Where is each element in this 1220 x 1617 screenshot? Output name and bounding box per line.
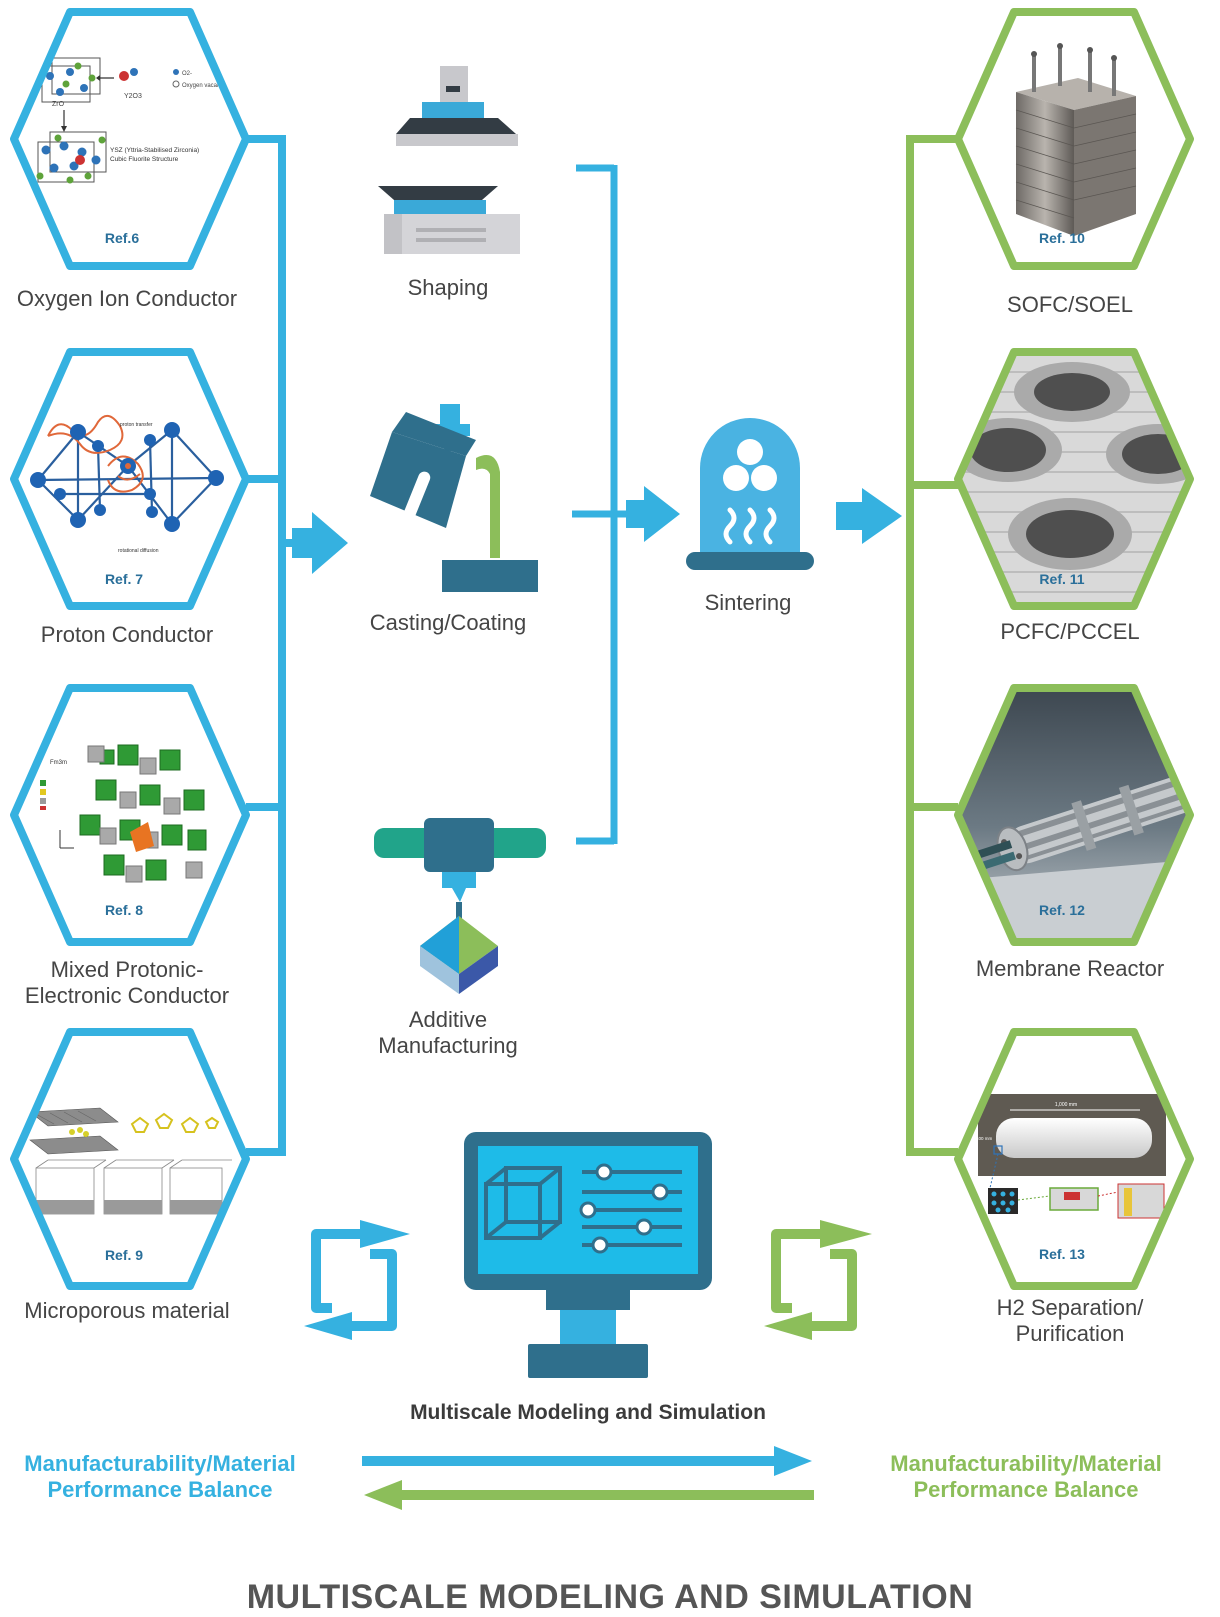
ref-badge: Ref. 10	[1039, 230, 1085, 246]
application-label-membrane-reactor: Membrane Reactor	[975, 956, 1165, 981]
fm3m-label: Fm3m	[50, 760, 67, 766]
left-to-process-arrow	[292, 512, 348, 574]
process-label-additive: Additive Manufacturing	[378, 1007, 518, 1058]
backward-balance-arrow	[364, 1480, 814, 1510]
forward-balance-arrow	[362, 1446, 812, 1476]
material-label-mixed: Mixed Protonic- Electronic Conductor	[24, 957, 230, 1008]
o2-legend: O2-	[182, 71, 192, 77]
material-label-proton: Proton Conductor	[40, 622, 214, 647]
material-label-oxygen-ion: Oxygen Ion Conductor	[16, 286, 238, 311]
sintering-label: Sintering	[704, 590, 792, 615]
wireframe-cube-icon	[484, 1166, 562, 1240]
sintering-furnace-icon	[686, 418, 814, 570]
hex-oxygen-ion-conductor: ZrO Y2O3 O2- Oxygen vacancy YSZ (Yttria-…	[10, 8, 250, 270]
cycle-arrows-blue-icon	[311, 1229, 397, 1331]
ref-badge: Ref. 11	[1039, 571, 1084, 587]
tube-diameter-label: 100 mm	[976, 1136, 993, 1141]
ref-badge: Ref. 7	[105, 571, 143, 587]
tube-length-label: 1,000 mm	[1055, 1102, 1077, 1108]
ref-badge: Ref.6	[105, 230, 139, 246]
process-label-shaping: Shaping	[407, 275, 489, 300]
hex-microporous-material: Ref. 9	[10, 1028, 250, 1290]
cycle-arrows-green-icon	[771, 1229, 857, 1331]
ysz-title: YSZ (Yttria-Stabilised Zirconia)	[110, 147, 199, 154]
ysz-subtitle: Cubic Fluorite Structure	[110, 156, 179, 163]
ref-badge: Ref. 12	[1039, 902, 1085, 918]
sintering-to-application-arrow	[836, 488, 902, 544]
application-label-h2-separation: H2 Separation/ Purification	[996, 1295, 1144, 1346]
hex-membrane-reactor: Ref. 12	[954, 684, 1194, 946]
y2o3-label: Y2O3	[124, 93, 142, 100]
balance-label-right: Manufacturability/Material Performance B…	[890, 1451, 1162, 1502]
page-title: MULTISCALE MODELING AND SIMULATION	[246, 1578, 974, 1616]
zro2-label: ZrO	[52, 101, 65, 108]
ref-badge: Ref. 13	[1039, 1246, 1085, 1262]
computer-simulation-icon	[464, 1132, 712, 1378]
hex-pcfc-pccel: Ref. 11	[954, 348, 1194, 610]
sliders-icon	[579, 1163, 682, 1254]
oxygen-vacancy-legend: Oxygen vacancy	[182, 83, 226, 89]
ref-badge: Ref. 8	[105, 902, 143, 918]
hex-mixed-conductor: Fm3m Ref. 8	[10, 684, 250, 946]
application-label-sofc: SOFC/SOEL	[1007, 292, 1133, 317]
proton-transfer-label: proton transfer	[120, 422, 153, 428]
computer-label: Multiscale Modeling and Simulation	[410, 1401, 766, 1424]
balance-label-left: Manufacturability/Material Performance B…	[24, 1451, 296, 1502]
rotational-diffusion-label: rotational diffusion	[118, 548, 159, 554]
hex-proton-conductor: proton transfer rotational diffusion Ref…	[10, 348, 250, 610]
process-bracket-connector	[572, 164, 630, 845]
process-label-casting: Casting/Coating	[369, 610, 527, 635]
press-icon	[378, 66, 520, 254]
casting-bucket-icon	[370, 404, 538, 592]
3d-printer-icon	[374, 818, 546, 994]
material-label-microporous: Microporous material	[24, 1298, 230, 1323]
application-label-pcfc: PCFC/PCCEL	[1000, 619, 1140, 644]
hex-sofc-soel: Ref. 10	[954, 8, 1194, 270]
hex-h2-separation: 1,000 mm 100 mm Ref. 13	[954, 1028, 1194, 1290]
left-bracket-connector	[246, 135, 300, 1156]
right-bracket-connector	[906, 135, 958, 1156]
process-to-sintering-arrow	[626, 486, 680, 542]
ref-badge: Ref. 9	[105, 1247, 143, 1263]
